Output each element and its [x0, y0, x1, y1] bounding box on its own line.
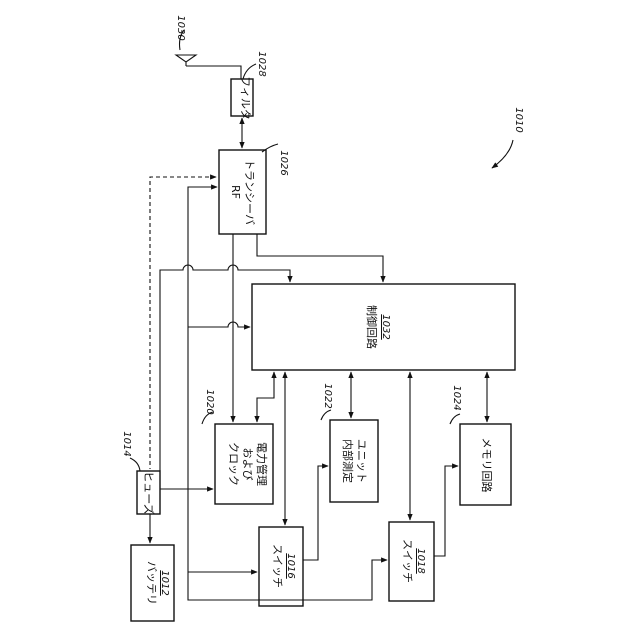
ref-internal: 1022: [322, 383, 333, 408]
switch-1018-number: 1018: [415, 548, 426, 573]
switch-1016-number: 1016: [285, 553, 296, 578]
ref-transceiver: 1026: [278, 150, 289, 175]
clock-label-1: クロック: [227, 442, 240, 486]
battery-number: 1012: [159, 570, 170, 595]
control-number: 1032: [380, 314, 391, 339]
clock-label-3: 電力管理: [255, 442, 269, 486]
control-label: 制御回路: [365, 305, 379, 349]
ref-clock: 1020: [204, 389, 215, 414]
internal-label-2: ユニット: [355, 439, 368, 483]
ref-filter: 1028: [256, 51, 267, 76]
switch-1018-label: スイッチ: [401, 539, 414, 583]
transceiver-label-rf: RF: [229, 185, 242, 199]
filter-label: フィルタ: [239, 76, 252, 120]
battery-label: バッテリ: [145, 561, 158, 605]
fuse-label: ヒューズ: [142, 471, 156, 514]
memory-label: メモリ回路: [480, 438, 493, 493]
ref-fuse: 1014: [121, 431, 132, 456]
ref-figure: 1010: [513, 107, 524, 132]
switch-1016-label: スイッチ: [271, 544, 284, 588]
transceiver-label-name: トランシーバ: [243, 159, 256, 225]
clock-label-2: および: [241, 448, 254, 481]
ref-antenna: 1030: [175, 15, 186, 40]
internal-label-1: 内部測定: [341, 439, 355, 483]
ref-memory: 1024: [451, 385, 462, 410]
antenna-icon: [176, 55, 241, 79]
